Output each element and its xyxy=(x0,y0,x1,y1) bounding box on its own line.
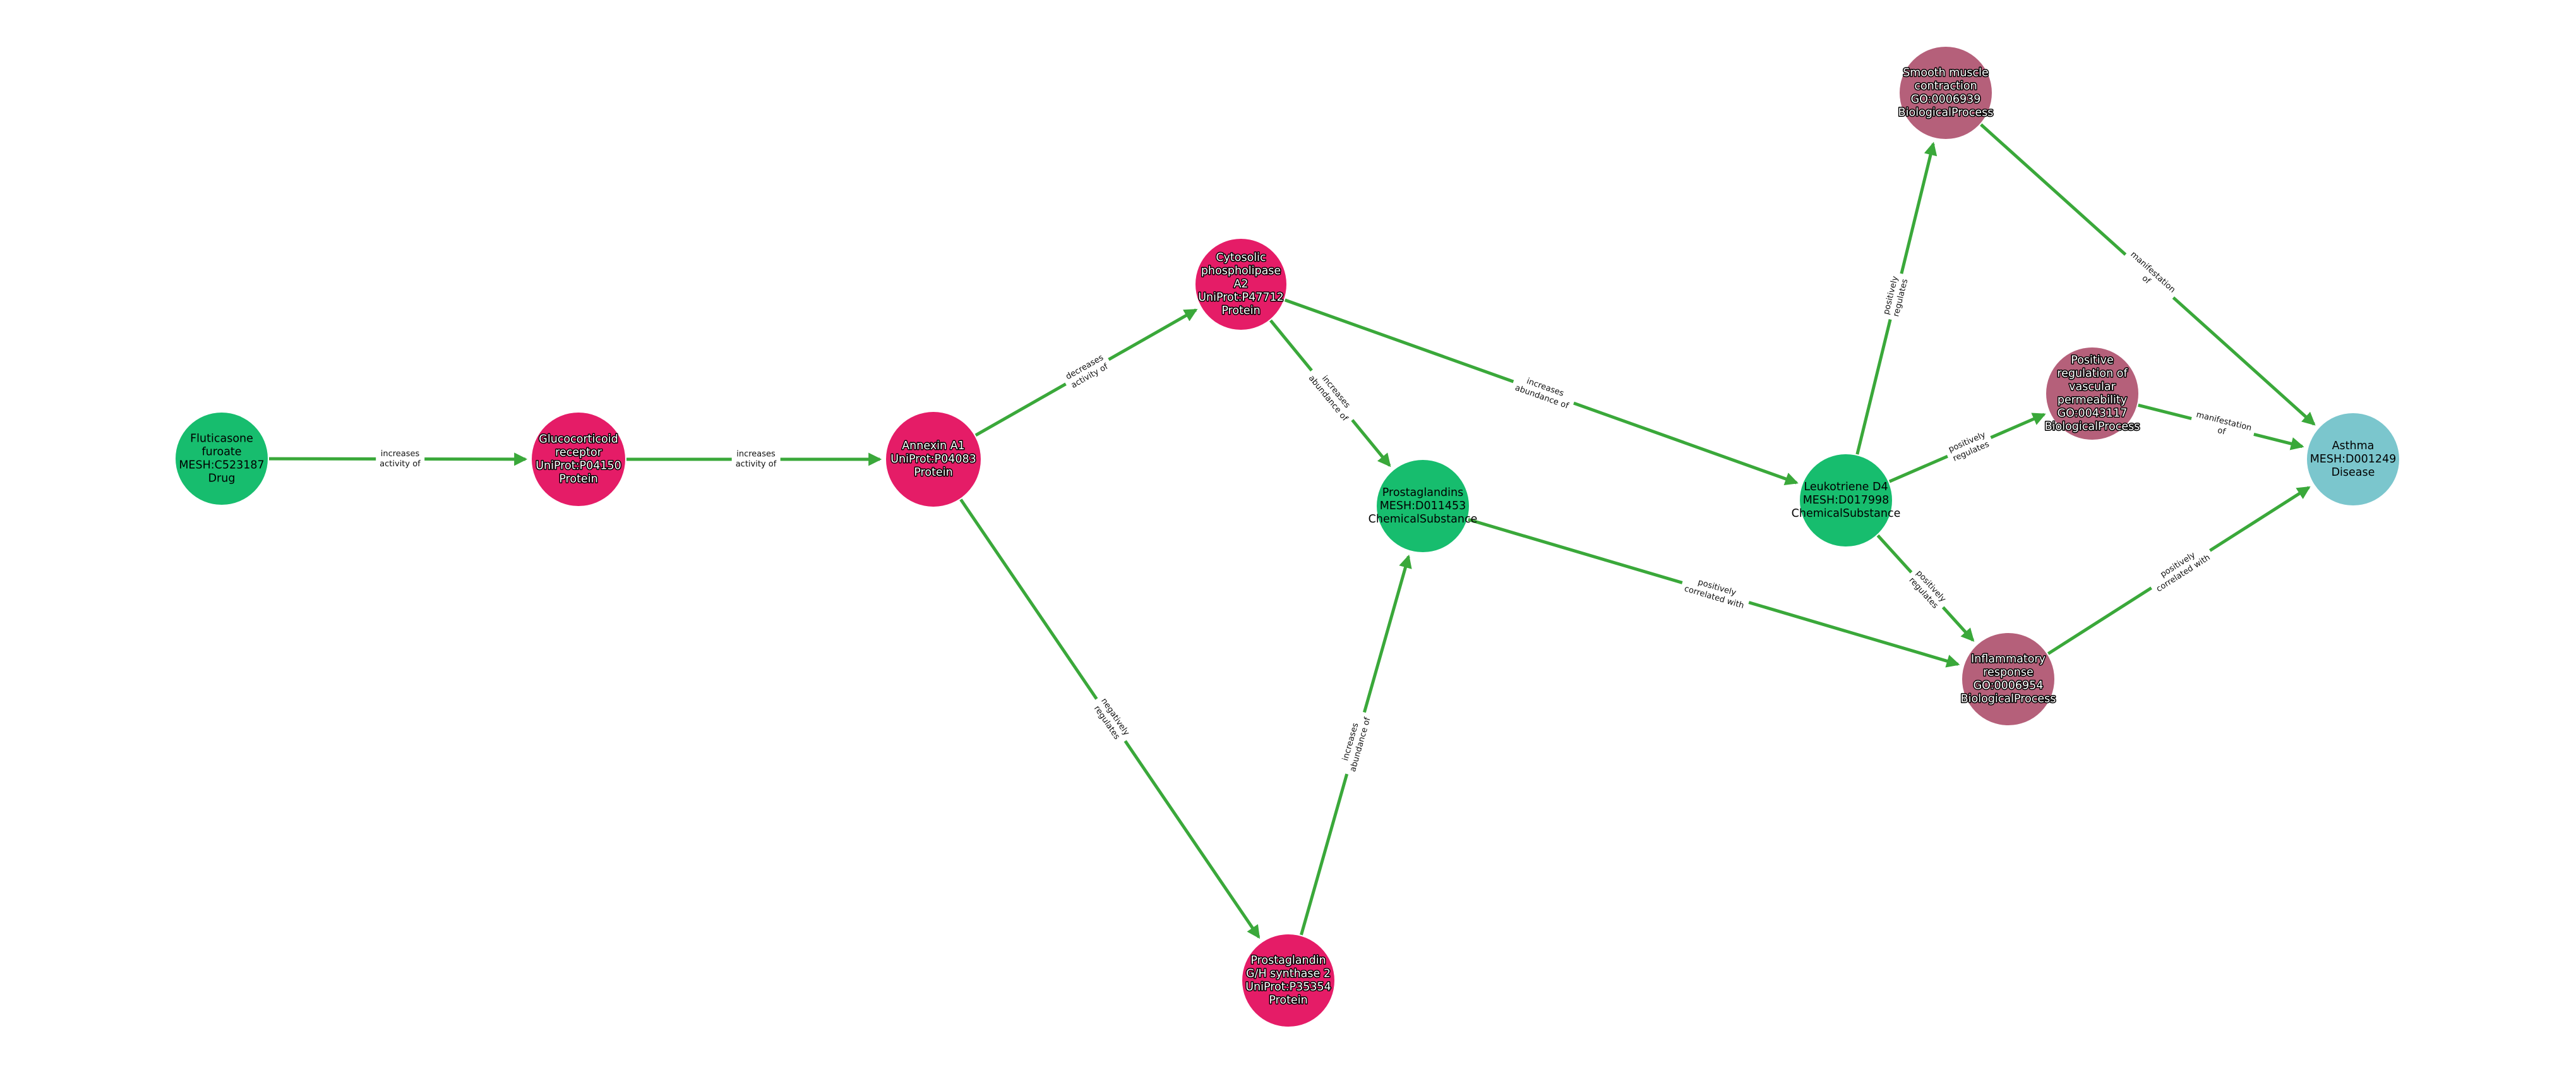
edge-label-inflammatory-response-to-asthma: positivelycorrelated with xyxy=(2145,541,2216,597)
node-asthma[interactable] xyxy=(2307,413,2399,505)
node-prostaglandin-gh-synthase-2[interactable] xyxy=(1242,934,1334,1027)
edge-label-background xyxy=(1303,364,1361,427)
edge-label-background xyxy=(2118,246,2181,306)
node-inflammatory-response[interactable] xyxy=(1962,633,2054,725)
node-cytosolic-phospholipase-a2[interactable] xyxy=(1195,239,1286,330)
node-smooth-muscle-contraction[interactable] xyxy=(1900,47,1992,139)
edge-label-background xyxy=(2145,541,2216,597)
edge-label-background xyxy=(1679,572,1752,613)
edge-label-smooth-muscle-contraction-to-asthma: manifestationof xyxy=(2118,246,2181,306)
node-prostaglandins[interactable] xyxy=(1377,460,1469,552)
edge-label-leukotriene-d4-to-smooth-muscle-contraction: positivelyregulates xyxy=(1880,271,1912,322)
edge-label-annexin-a1-to-cytosolic-phospholipase-a2: decreasesactivity of xyxy=(1060,350,1114,394)
node-glucocorticoid-receptor[interactable] xyxy=(532,413,625,506)
edge-label-prostaglandins-to-inflammatory-response: positivelycorrelated with xyxy=(1679,572,1752,613)
edge-label-background xyxy=(376,448,425,470)
edge-label-background xyxy=(1060,350,1114,394)
nodes-layer xyxy=(176,47,2399,1027)
node-fluticasone-furoate[interactable] xyxy=(176,413,268,505)
edge-label-text: decreasesactivity of xyxy=(1064,353,1110,391)
edge-label-line: increases xyxy=(736,450,776,459)
edge-label-background xyxy=(1903,565,1951,615)
edge-label-background xyxy=(731,449,781,470)
edge-label-annexin-a1-to-prostaglandin-gh-synthase-2: negativelyregulates xyxy=(1087,693,1134,747)
edges-layer xyxy=(268,123,2316,939)
edge-label-cytosolic-phospholipase-a2-to-prostaglandins: increasesabundance of xyxy=(1303,364,1361,427)
edge-label-text: positivelyregulates xyxy=(1882,275,1910,318)
edge-label-cytosolic-phospholipase-a2-to-leukotriene-d4: increasesabundance of xyxy=(1509,371,1578,413)
edge-label-background xyxy=(2189,408,2256,445)
edge-label-prostaglandin-gh-synthase-2-to-prostaglandins: increasesabundance of xyxy=(1336,709,1375,777)
edge-label-leukotriene-d4-to-pos-reg-vascular-permeability: positivelyregulates xyxy=(1943,428,1995,466)
edge-label-line: increases xyxy=(381,449,420,459)
edge-label-background xyxy=(1087,693,1134,747)
edge-label-background xyxy=(1880,271,1912,322)
node-leukotriene-d4[interactable] xyxy=(1800,454,1892,546)
edge-label-background xyxy=(1509,371,1578,413)
node-pos-reg-vascular-permeability[interactable] xyxy=(2046,347,2138,440)
edge-label-pos-reg-vascular-permeability-to-asthma: manifestationof xyxy=(2189,408,2256,445)
edge-label-line: of xyxy=(2217,426,2227,437)
edge-label-background xyxy=(1943,428,1995,466)
edge-label-text: positivelyregulates xyxy=(1947,430,1991,464)
node-annexin-a1[interactable] xyxy=(886,412,981,507)
edge-label-line: activity of xyxy=(736,460,777,469)
edge-label-background xyxy=(1336,709,1375,777)
edge-label-line: activity of xyxy=(380,459,421,469)
